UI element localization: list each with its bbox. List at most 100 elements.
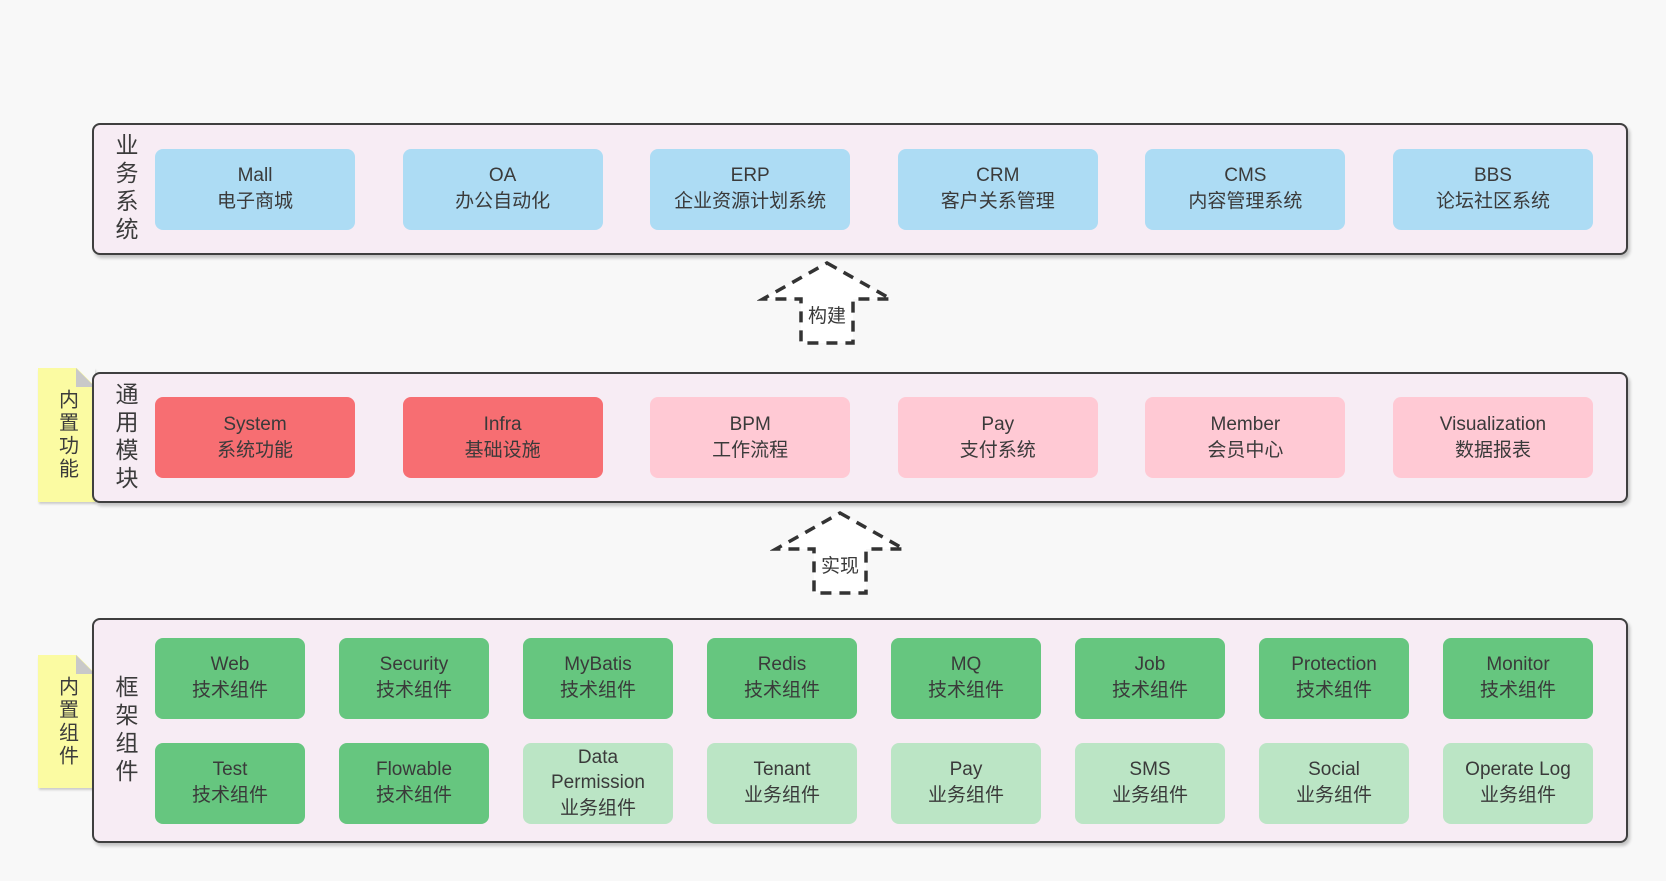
- box-title: Security: [379, 654, 449, 676]
- business-row: Mall 电子商城 OA 办公自动化 ERP 企业资源计划系统 CRM 客户关系…: [155, 148, 1593, 230]
- arrow-build-label: 构建: [807, 306, 846, 327]
- box-crm: CRM 客户关系管理: [897, 148, 1098, 230]
- box-flowable: Flowable 技术组件: [339, 742, 489, 824]
- box-tenant: Tenant 业务组件: [707, 742, 857, 824]
- box-title: SMS: [1129, 759, 1171, 781]
- up-arrow-icon: [770, 510, 910, 595]
- box-subtitle: 业务组件: [559, 797, 636, 819]
- box-subtitle: 业务组件: [1111, 785, 1188, 806]
- box-title: Pay: [981, 413, 1015, 435]
- box-monitor: Monitor 技术组件: [1443, 637, 1593, 719]
- box-cms: CMS 内容管理系统: [1145, 148, 1346, 230]
- box-test: Test 技术组件: [155, 742, 305, 824]
- box-subtitle: 业务组件: [927, 785, 1004, 806]
- box-title: Monitor: [1486, 654, 1550, 676]
- box-pay-module: Pay 支付系统: [897, 397, 1098, 478]
- box-subtitle: 业务组件: [1295, 785, 1372, 806]
- section-modules-label: 通用模块: [112, 381, 138, 494]
- section-framework-components: 框架组件 Web 技术组件 Security 技术组件 MyBatis 技术组件…: [92, 618, 1628, 843]
- box-subtitle: 会员中心: [1207, 439, 1284, 461]
- box-pay-component: Pay 业务组件: [891, 742, 1041, 824]
- box-subtitle: 客户关系管理: [940, 191, 1055, 212]
- section-business-content: Mall 电子商城 OA 办公自动化 ERP 企业资源计划系统 CRM 客户关系…: [155, 125, 1593, 253]
- box-title: Test: [212, 759, 248, 781]
- framework-row-1: Web 技术组件 Security 技术组件 MyBatis 技术组件 Redi…: [155, 637, 1593, 719]
- box-oa: OA 办公自动化: [402, 148, 603, 230]
- box-redis: Redis 技术组件: [707, 637, 857, 719]
- framework-row-2: Test 技术组件 Flowable 技术组件 Data Permission …: [155, 742, 1593, 824]
- section-business-systems: 业务系统 Mall 电子商城 OA 办公自动化 ERP 企业资源计划系统 CRM: [92, 123, 1628, 255]
- box-title: Redis: [757, 654, 807, 676]
- box-subtitle: 技术组件: [191, 680, 268, 701]
- box-erp: ERP 企业资源计划系统: [650, 148, 851, 230]
- box-subtitle: 电子商城: [216, 191, 293, 212]
- box-bbs: BBS 论坛社区系统: [1392, 148, 1593, 230]
- box-visualization: Visualization 数据报表: [1392, 397, 1593, 478]
- box-title: Visualization: [1439, 413, 1547, 435]
- box-title: Data Permission: [551, 746, 645, 794]
- box-subtitle: 技术组件: [927, 680, 1004, 701]
- box-subtitle: 技术组件: [1295, 680, 1372, 701]
- box-member: Member 会员中心: [1145, 397, 1346, 478]
- box-job: Job 技术组件: [1075, 637, 1225, 719]
- box-subtitle: 支付系统: [959, 439, 1036, 461]
- box-title: Protection: [1291, 654, 1377, 676]
- box-title: ERP: [730, 165, 770, 187]
- section-common-modules: 通用模块 System 系统功能 Infra 基础设施 BPM 工作流程 Pay: [92, 372, 1628, 503]
- box-social: Social 业务组件: [1259, 742, 1409, 824]
- section-modules-label-col: 通用模块: [94, 374, 155, 501]
- box-subtitle: 技术组件: [191, 785, 268, 806]
- box-title: Infra: [483, 413, 522, 435]
- box-subtitle: 数据报表: [1454, 439, 1531, 461]
- box-system: System 系统功能: [155, 397, 355, 478]
- arrow-implement: 实现: [770, 507, 910, 597]
- box-data-permission: Data Permission 业务组件: [523, 742, 673, 824]
- box-mybatis: MyBatis 技术组件: [523, 637, 673, 719]
- box-title: OA: [488, 165, 517, 187]
- box-subtitle: 办公自动化: [455, 191, 551, 212]
- sticky-note-built-in-features: 内置功能: [38, 368, 95, 502]
- section-modules-content: System 系统功能 Infra 基础设施 BPM 工作流程 Pay 支付系统…: [155, 374, 1593, 501]
- sticky-built-in-features-label: 内置功能: [55, 389, 78, 481]
- box-title: Social: [1308, 759, 1360, 781]
- box-protection: Protection 技术组件: [1259, 637, 1409, 719]
- box-subtitle: 技术组件: [559, 680, 636, 701]
- section-framework-content: Web 技术组件 Security 技术组件 MyBatis 技术组件 Redi…: [155, 620, 1593, 841]
- box-title: Tenant: [753, 759, 811, 781]
- box-subtitle: 技术组件: [375, 785, 452, 806]
- box-title: Job: [1134, 654, 1166, 676]
- box-title: Web: [210, 654, 250, 676]
- section-business-label-col: 业务系统: [94, 125, 155, 253]
- box-bpm: BPM 工作流程: [650, 397, 851, 478]
- box-title: MyBatis: [564, 654, 632, 676]
- box-subtitle: 工作流程: [712, 439, 789, 461]
- box-subtitle: 技术组件: [1479, 680, 1556, 701]
- box-subtitle: 企业资源计划系统: [674, 191, 827, 212]
- section-business-label: 业务系统: [112, 133, 138, 245]
- box-title: CMS: [1224, 165, 1267, 187]
- box-subtitle: 内容管理系统: [1188, 191, 1303, 212]
- box-mq: MQ 技术组件: [891, 637, 1041, 719]
- box-title: CRM: [976, 165, 1020, 187]
- box-title: BBS: [1473, 165, 1512, 187]
- box-title: Flowable: [375, 759, 453, 781]
- box-infra: Infra 基础设施: [402, 397, 603, 478]
- box-subtitle: 论坛社区系统: [1435, 191, 1550, 212]
- box-subtitle: 系统功能: [216, 439, 293, 461]
- box-security: Security 技术组件: [339, 637, 489, 719]
- section-framework-label: 框架组件: [112, 674, 138, 787]
- box-subtitle: 业务组件: [743, 785, 820, 806]
- box-subtitle: 技术组件: [375, 680, 452, 701]
- arrow-build: 构建: [757, 257, 897, 347]
- box-subtitle: 基础设施: [464, 439, 541, 461]
- box-subtitle: 技术组件: [1111, 680, 1188, 701]
- box-sms: SMS 业务组件: [1075, 742, 1225, 824]
- box-operate-log: Operate Log 业务组件: [1443, 742, 1593, 824]
- box-subtitle: 技术组件: [743, 680, 820, 701]
- box-title: MQ: [950, 654, 982, 676]
- box-title: Pay: [949, 759, 983, 781]
- box-title: System: [223, 413, 287, 435]
- up-arrow-icon: [757, 260, 897, 345]
- sticky-built-in-components-label: 内置组件: [55, 675, 78, 768]
